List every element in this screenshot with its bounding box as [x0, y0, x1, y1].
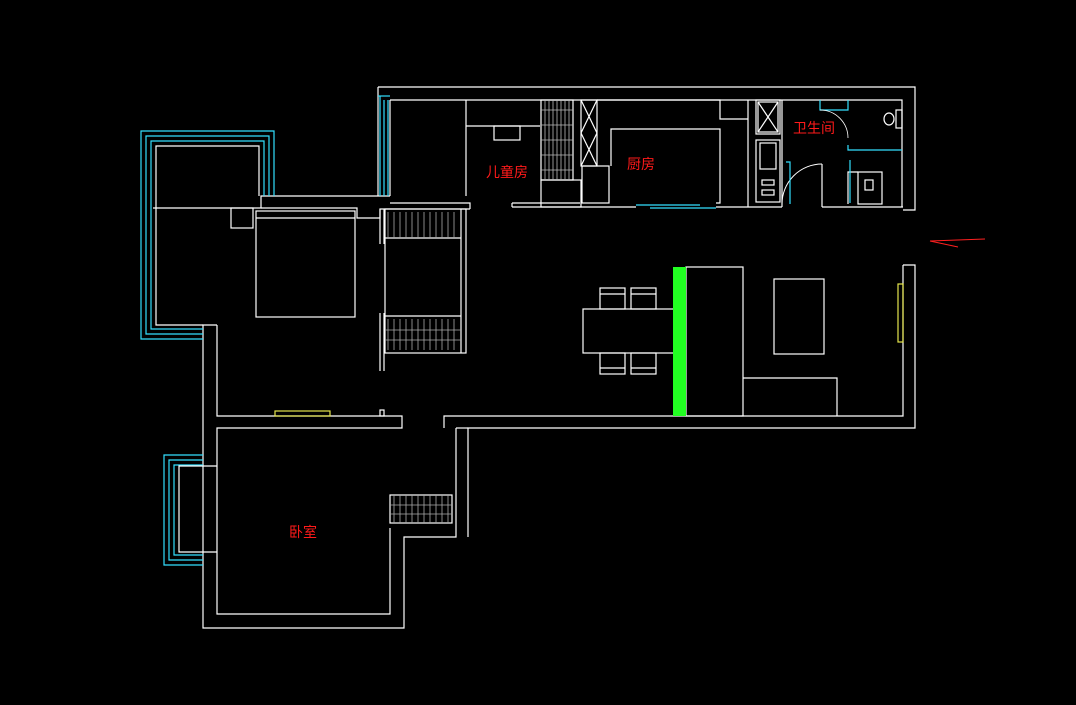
exterior-walls	[153, 86, 916, 629]
bathroom-partitions	[786, 100, 902, 204]
bathroom-fixtures	[755, 99, 903, 208]
living-furniture	[685, 266, 838, 417]
kitchen-fixtures	[580, 99, 782, 208]
label-bedroom: 卧室	[289, 524, 317, 541]
bathroom-door-swing	[781, 163, 823, 207]
window-sills	[274, 283, 904, 417]
label-bathroom: 卫生间	[793, 121, 835, 137]
label-kitchen: 厨房	[627, 157, 655, 173]
kids-room-furniture	[465, 99, 582, 208]
bedroom-wardrobe	[389, 494, 453, 524]
wardrobe-closet	[379, 208, 467, 371]
bay-window-lower	[163, 454, 203, 566]
bay-window-upper	[140, 130, 275, 340]
green-partition	[673, 267, 686, 416]
kitchen-glass-door	[636, 204, 716, 209]
dining-set	[582, 287, 675, 375]
master-bed	[230, 207, 356, 318]
wardrobe-hatch	[541, 100, 573, 180]
label-kids-room: 儿童房	[486, 164, 528, 181]
window-kids-room	[378, 95, 390, 196]
bedroom-wardrobe-hatch	[390, 495, 452, 523]
wardrobe-hatch-2	[385, 212, 461, 350]
door-stop	[379, 409, 385, 417]
entry-marker	[929, 238, 986, 248]
